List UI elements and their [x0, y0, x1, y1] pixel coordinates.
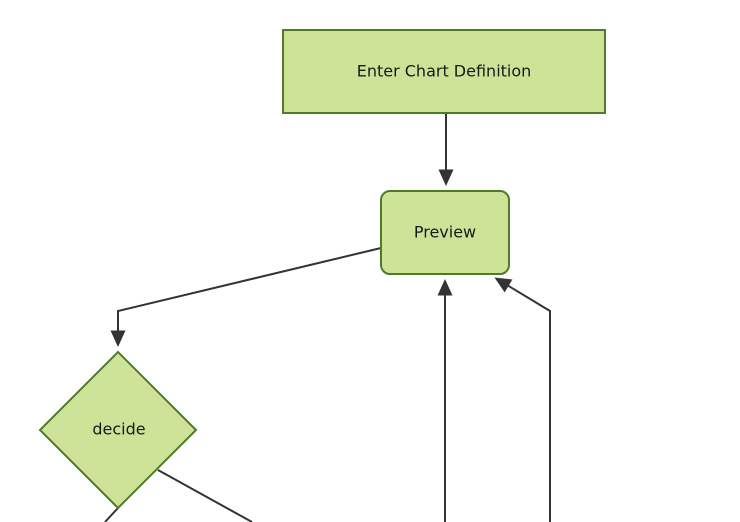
edge-preview-to-decide	[110, 247, 382, 347]
edge-group	[104, 113, 551, 522]
node-decide[interactable]: decide	[38, 350, 198, 510]
edge-decide-out-right	[157, 469, 253, 522]
node-preview-shape[interactable]	[380, 190, 510, 275]
edge-decide-out-left	[104, 507, 119, 522]
node-preview[interactable]: Preview	[380, 190, 510, 275]
node-decide-label: decide	[92, 420, 145, 439]
node-preview-label: Preview	[414, 223, 476, 242]
edge-into-preview-right-bottom	[494, 277, 551, 522]
node-enter-chart-definition-shape[interactable]	[282, 29, 606, 114]
node-enter-chart-definition[interactable]: Enter Chart Definition	[282, 29, 606, 114]
node-enter-chart-definition-label: Enter Chart Definition	[357, 62, 532, 81]
node-decide-shape[interactable]	[38, 350, 198, 510]
